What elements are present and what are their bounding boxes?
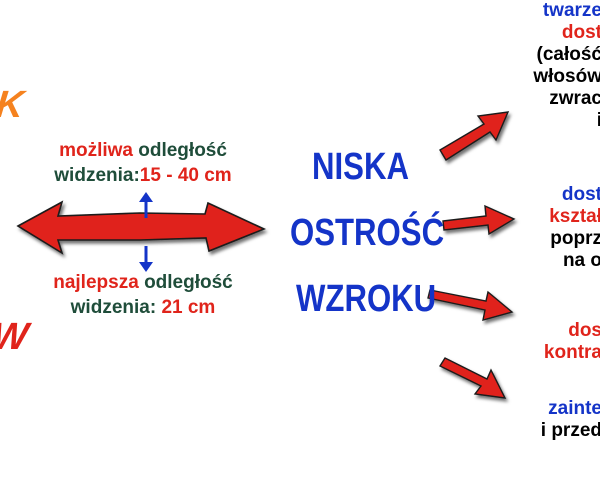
right-block-1-line: twarze [542,0,600,21]
arrow-to-block-2 [442,204,516,236]
right-block-4-line: zainte [548,398,600,419]
right-block-4-line: i przed [540,420,600,441]
viewing-word: widzenia: [70,297,157,318]
right-block-1: twarze dost (całość włosów zwrac i [533,0,600,132]
right-block-1-line: i [596,110,600,131]
double-headed-arrow [16,200,267,255]
title-word-3: WZROKU [296,278,437,320]
right-block-1-line: zwrac [549,88,600,109]
arrow-to-block-4 [438,357,507,399]
possible-distance-label: możliwa odległość widzenia:15 - 40 cm [28,138,258,188]
distance-word: odległość [144,272,233,293]
right-block-2: dost kształ poprz na o [549,184,600,272]
title-word-1: NISKA [312,146,409,188]
right-block-1-line: włosów [533,66,600,87]
right-block-2-line: na o [562,250,600,271]
viewing-word: widzenia: [54,165,140,186]
right-block-1-line: (całość [536,44,600,65]
right-block-2-line: dost [561,184,600,205]
arrow-to-block-1 [439,111,510,161]
right-block-3-line: dos [568,320,600,341]
right-block-1-line: dost [561,22,600,43]
best-distance-value: 21 cm [161,297,216,318]
best-word: najlepsza [53,272,139,293]
arrow-to-block-3 [427,289,514,321]
right-block-2-line: kształ [549,206,600,227]
right-block-3: dos kontra [544,320,600,364]
possible-word: możliwa [59,140,133,161]
right-block-4: zainte i przed [541,398,600,442]
title-word-2: OSTROŚĆ [290,212,445,254]
up-arrow-icon [139,192,153,218]
best-distance-label: najlepsza odległość widzenia: 21 cm [28,270,258,320]
down-arrow-icon [139,246,153,272]
right-block-2-line: poprz [550,228,600,249]
right-block-3-line: kontra [543,342,600,363]
distance-word: odległość [138,140,227,161]
possible-distance-value: 15 - 40 cm [139,165,232,186]
